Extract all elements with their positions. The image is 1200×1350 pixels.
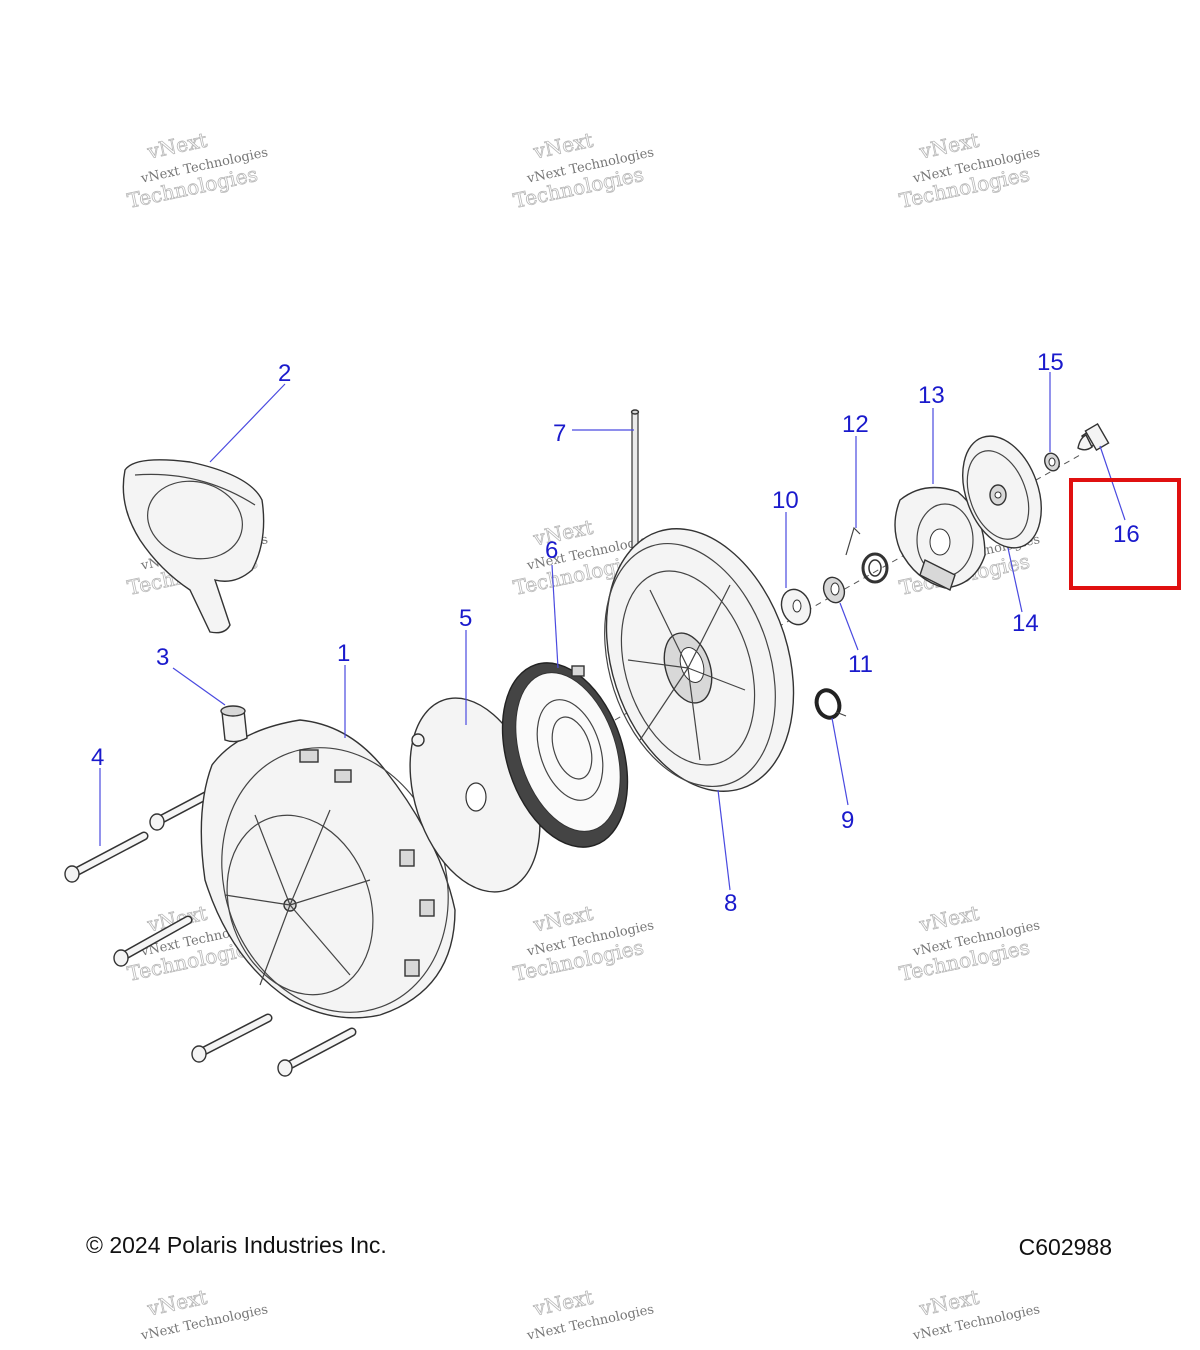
watermark: vNext vNext Technologies Technologies	[511, 127, 656, 213]
callout-7: 7	[553, 420, 566, 447]
pawl-plate	[894, 486, 986, 591]
leader-lines	[99, 372, 1126, 891]
watermark: vNext vNext Technologies Technologies	[511, 900, 656, 986]
callout-14: 14	[1012, 610, 1039, 637]
watermark: vNext vNext Technologies	[525, 1284, 655, 1344]
small-spring	[814, 688, 847, 720]
starter-housing	[200, 719, 456, 1019]
watermark: vNext vNext Technologies Technologies	[897, 127, 1042, 213]
callout-1: 1	[337, 640, 350, 667]
watermark: vNext vNext Technologies	[139, 1284, 269, 1344]
pawl-spring	[845, 526, 889, 584]
highlight-box	[1069, 478, 1181, 590]
callout-8: 8	[724, 890, 737, 917]
bolt	[64, 831, 149, 883]
callout-6: 6	[545, 537, 558, 564]
bolt	[191, 1013, 273, 1063]
watermark: vNext vNext Technologies Technologies	[125, 127, 270, 213]
copyright-notice: © 2024 Polaris Industries Inc.	[86, 1232, 387, 1258]
callout-12: 12	[842, 411, 869, 438]
rope-pulley	[604, 528, 795, 792]
watermark: vNext vNext Technologies	[911, 1284, 1041, 1344]
drawing-number: C602988	[1018, 1234, 1112, 1260]
callout-labels: 1 2 3 4 5 6 7 8 9 10 11 12 13 14 15 16	[91, 349, 1140, 917]
starter-handle	[122, 459, 265, 634]
center-bolt	[1077, 423, 1110, 451]
callout-13: 13	[918, 382, 945, 409]
callout-9: 9	[841, 807, 854, 834]
bolt	[113, 915, 193, 967]
handle-insert	[220, 705, 248, 743]
callout-5: 5	[459, 605, 472, 632]
callout-15: 15	[1037, 349, 1064, 376]
callout-11: 11	[848, 651, 873, 678]
bolt	[277, 1027, 357, 1077]
watermark: vNext vNext Technologies Technologies	[897, 900, 1042, 986]
callout-16: 16	[1113, 521, 1140, 548]
washer	[780, 588, 812, 626]
recoil-spring	[501, 662, 629, 848]
lock-washer	[1044, 452, 1060, 472]
retainer-disc	[962, 435, 1042, 549]
callout-4: 4	[91, 744, 104, 771]
callout-2: 2	[278, 360, 291, 387]
bushing	[822, 576, 846, 604]
callout-10: 10	[772, 487, 799, 514]
callout-3: 3	[156, 644, 169, 671]
